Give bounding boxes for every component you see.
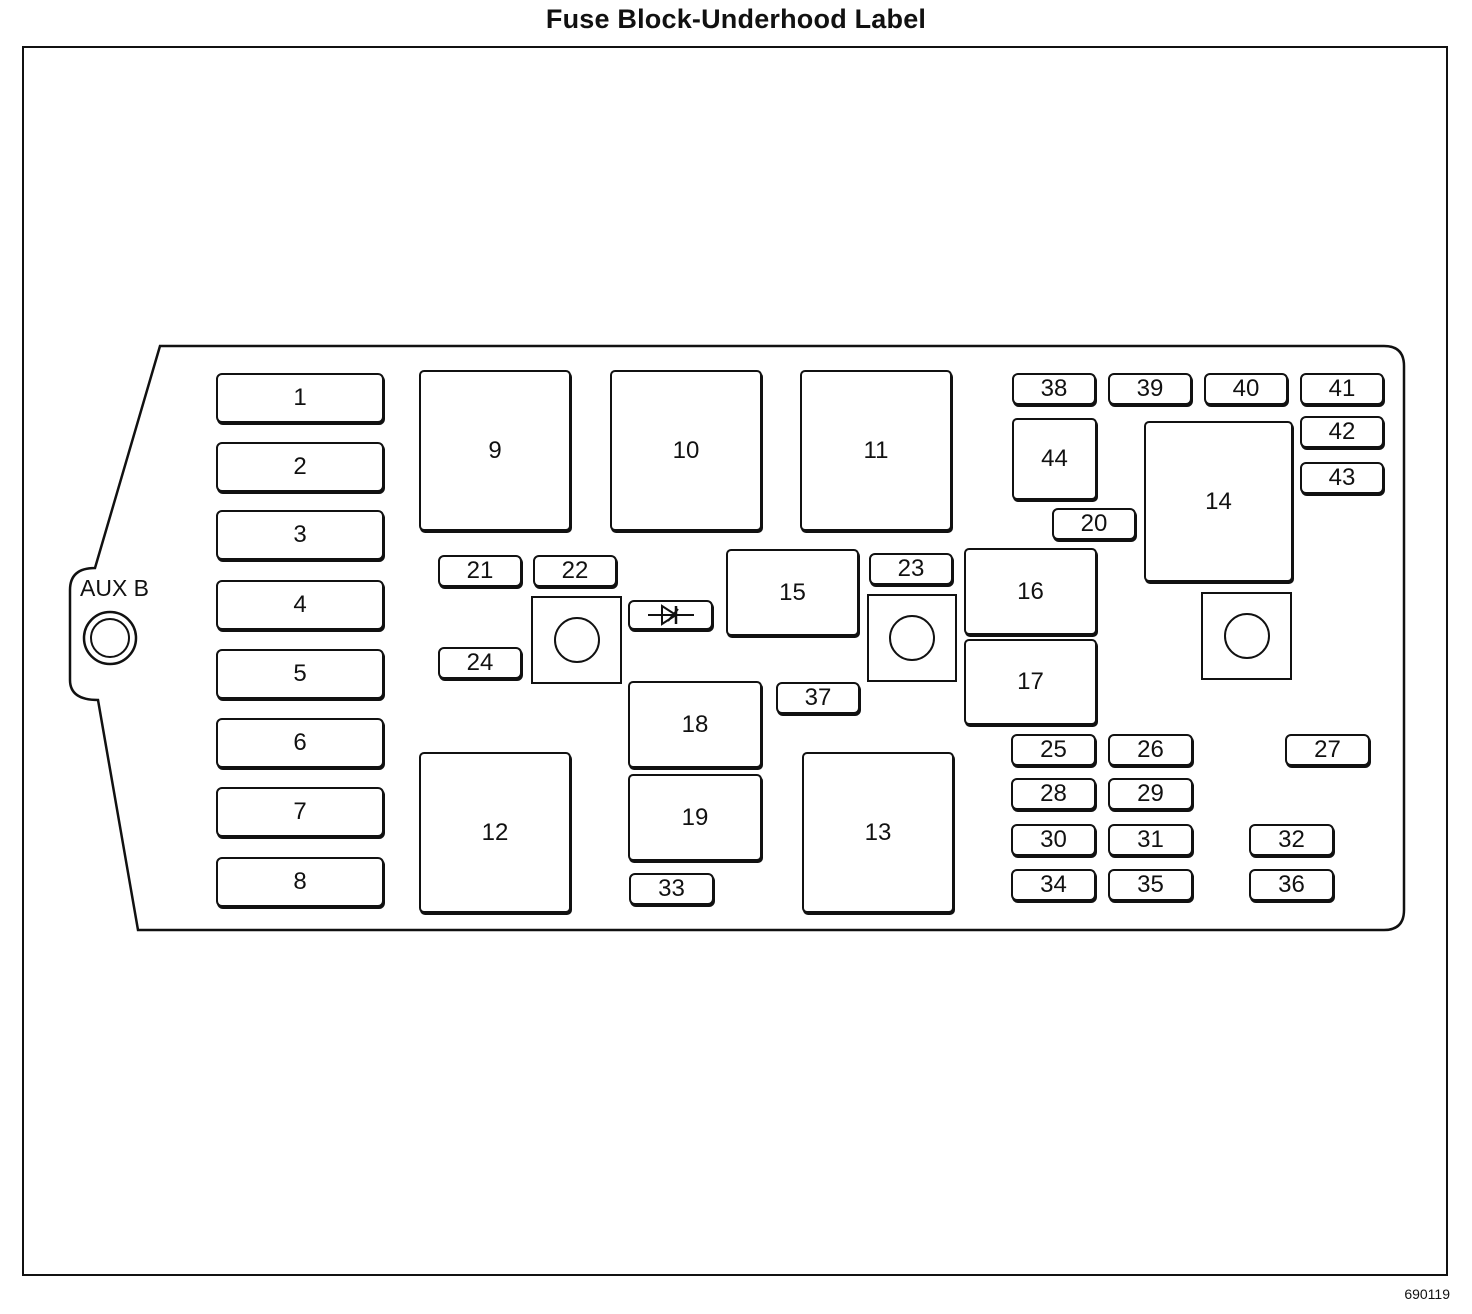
diode-slot	[628, 600, 713, 630]
relay-15: 15	[726, 549, 859, 636]
mounting-stud-left	[531, 596, 622, 684]
relay-17: 17	[964, 639, 1097, 725]
fuse-28: 28	[1011, 778, 1096, 810]
relay-18: 18	[628, 681, 762, 768]
fuse-4: 4	[216, 580, 384, 630]
fuse-35: 35	[1108, 869, 1193, 901]
fuse-5: 5	[216, 649, 384, 699]
relay-13: 13	[802, 752, 954, 913]
mounting-stud-center	[867, 594, 957, 682]
fuse-31: 31	[1108, 824, 1193, 856]
figure-code: 690119	[1404, 1286, 1450, 1302]
diode-icon	[647, 604, 694, 626]
fuse-39: 39	[1108, 373, 1192, 405]
fuse-32: 32	[1249, 824, 1334, 856]
fuse-26: 26	[1108, 734, 1193, 766]
fuse-2: 2	[216, 442, 384, 492]
relay-16: 16	[964, 548, 1097, 635]
fuse-20: 20	[1052, 508, 1136, 540]
relay-14: 14	[1144, 421, 1293, 582]
fuse-24: 24	[438, 647, 522, 679]
fuse-40: 40	[1204, 373, 1288, 405]
fuse-22: 22	[533, 555, 617, 587]
fuse-7: 7	[216, 787, 384, 837]
fuse-27: 27	[1285, 734, 1370, 766]
aux-terminal-outer	[82, 610, 138, 666]
fuse-21: 21	[438, 555, 522, 587]
fuse-33: 33	[629, 873, 714, 905]
fuse-29: 29	[1108, 778, 1193, 810]
fuse-23: 23	[869, 553, 953, 585]
relay-10: 10	[610, 370, 762, 531]
fuse-36: 36	[1249, 869, 1334, 901]
fuse-38: 38	[1012, 373, 1096, 405]
fuse-3: 3	[216, 510, 384, 560]
fuse-block-body	[68, 344, 1406, 932]
fuse-6: 6	[216, 718, 384, 768]
diagram-frame	[22, 46, 1448, 1276]
relay-9: 9	[419, 370, 571, 531]
relay-12: 12	[419, 752, 571, 913]
page-title: Fuse Block-Underhood Label	[545, 4, 927, 34]
fuse-8: 8	[216, 857, 384, 907]
mounting-stud-right	[1201, 592, 1292, 680]
fuse-42: 42	[1300, 416, 1384, 448]
aux-b-label: AUX B	[80, 575, 150, 601]
relay-44: 44	[1012, 418, 1097, 500]
fuse-43: 43	[1300, 462, 1384, 494]
relay-11: 11	[800, 370, 952, 531]
fuse-41: 41	[1300, 373, 1384, 405]
fuse-30: 30	[1011, 824, 1096, 856]
relay-19: 19	[628, 774, 762, 861]
aux-terminal-inner	[90, 618, 130, 658]
fuse-25: 25	[1011, 734, 1096, 766]
fuse-37: 37	[776, 682, 860, 714]
fuse-1: 1	[216, 373, 384, 423]
fuse-34: 34	[1011, 869, 1096, 901]
